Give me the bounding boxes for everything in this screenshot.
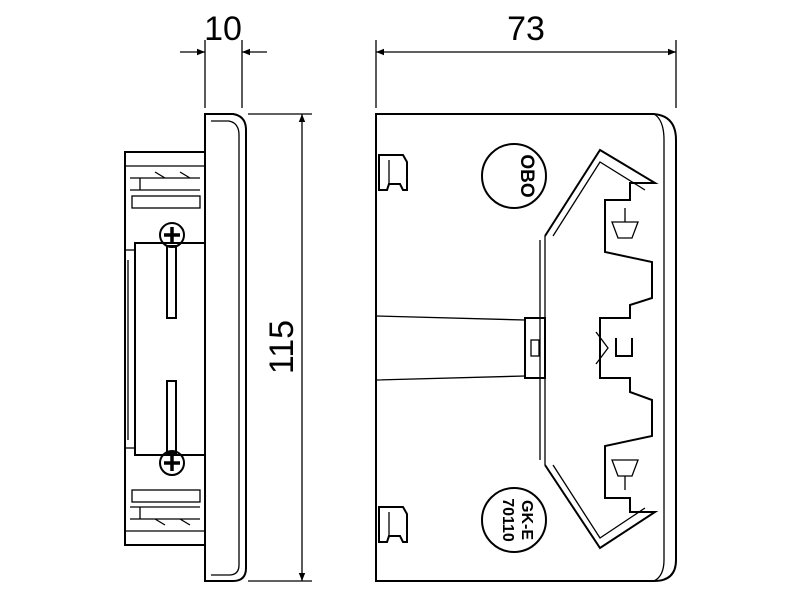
part-number-badge: GK-E 70110 xyxy=(481,487,547,553)
front-view: OBO GK-E 70110 xyxy=(375,113,677,582)
dimension-label-height: 115 xyxy=(263,320,301,374)
part-number-label: 70110 xyxy=(499,498,516,542)
dimension-side-thickness: 10 xyxy=(180,10,267,108)
obo-logo-badge: OBO xyxy=(481,143,547,209)
side-view xyxy=(124,113,247,582)
dimension-front-width: 73 xyxy=(375,10,677,108)
dimension-height: 115 xyxy=(248,113,312,582)
screw-icon xyxy=(159,222,185,248)
dimension-label-side: 10 xyxy=(204,10,242,48)
screw-icon xyxy=(159,450,185,476)
brand-logo-text: OBO xyxy=(516,154,537,197)
dimension-label-width: 73 xyxy=(507,10,545,48)
model-label: GK-E xyxy=(518,500,535,540)
